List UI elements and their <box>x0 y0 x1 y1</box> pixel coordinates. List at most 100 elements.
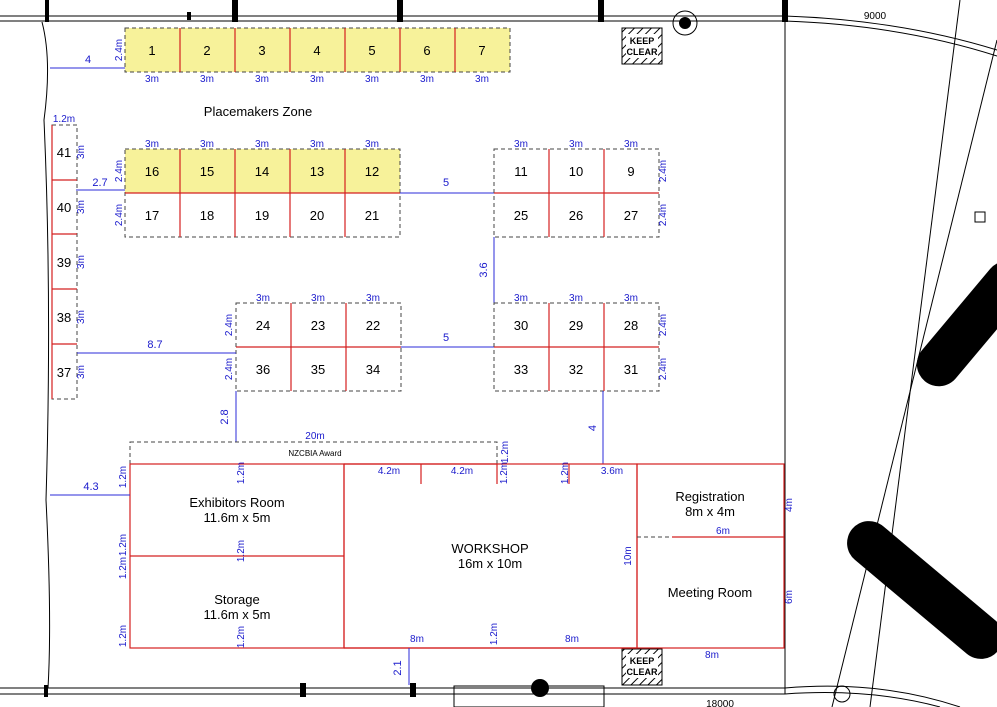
svg-text:2.4m: 2.4m <box>224 358 235 380</box>
stall-20[interactable]: 20 <box>310 208 324 223</box>
svg-text:2.8: 2.8 <box>219 409 231 424</box>
stall-23[interactable]: 23 <box>311 318 325 333</box>
stall-18[interactable]: 18 <box>200 208 214 223</box>
stall-12[interactable]: 12 <box>365 164 379 179</box>
stalls-right-middle-block: 30 29 28 33 32 31 3m 3m 3m 2.4m 2.4m <box>493 293 669 392</box>
stall-24[interactable]: 24 <box>256 318 270 333</box>
stall-6[interactable]: 6 <box>423 43 430 58</box>
stall-28[interactable]: 28 <box>624 318 638 333</box>
stall-5[interactable]: 5 <box>368 43 375 58</box>
svg-text:3m: 3m <box>624 293 638 304</box>
award-area: NZCBIA Award 20m 1.2m <box>129 431 511 465</box>
svg-text:11.6m x 5m: 11.6m x 5m <box>204 607 271 622</box>
svg-text:20m: 20m <box>305 431 324 442</box>
stall-39[interactable]: 39 <box>57 255 71 270</box>
svg-text:6m: 6m <box>716 526 730 537</box>
stalls-top-row: 1 2 3 4 5 6 7 3m 3m 3m 3m 3m 3m 3m 2.4m … <box>50 27 511 85</box>
svg-text:16m x 10m: 16m x 10m <box>458 556 522 571</box>
svg-text:2.4m: 2.4m <box>658 358 669 380</box>
stall-14[interactable]: 14 <box>255 164 269 179</box>
svg-text:1.2m: 1.2m <box>560 462 571 484</box>
zone-title: Placemakers Zone <box>204 104 312 119</box>
stall-38[interactable]: 38 <box>57 310 71 325</box>
svg-text:1.2m: 1.2m <box>118 466 129 488</box>
svg-text:2.4m: 2.4m <box>224 314 235 336</box>
stall-3[interactable]: 3 <box>258 43 265 58</box>
stall-26[interactable]: 26 <box>569 208 583 223</box>
svg-text:1.2m: 1.2m <box>118 625 129 647</box>
svg-text:1.2m: 1.2m <box>53 114 75 125</box>
stall-11[interactable]: 11 <box>514 164 528 179</box>
stall-7[interactable]: 7 <box>478 43 485 58</box>
stall-9[interactable]: 9 <box>627 164 634 179</box>
stall-34[interactable]: 34 <box>366 362 380 377</box>
exhibitors-room-label: Exhibitors Room <box>189 495 284 510</box>
svg-text:3m: 3m <box>569 139 583 150</box>
stall-10[interactable]: 10 <box>569 164 583 179</box>
svg-text:4.2m: 4.2m <box>451 466 473 477</box>
svg-text:3m: 3m <box>256 293 270 304</box>
meeting-room-label: Meeting Room <box>668 585 753 600</box>
svg-text:11.6m x 5m: 11.6m x 5m <box>204 510 271 525</box>
stall-1[interactable]: 1 <box>148 43 155 58</box>
svg-text:1.2m: 1.2m <box>236 540 247 562</box>
stall-21[interactable]: 21 <box>365 208 379 223</box>
stall-32[interactable]: 32 <box>569 362 583 377</box>
stalls-row-2: 16 15 14 13 12 17 18 19 20 21 3m 3m 3m 3… <box>76 139 401 238</box>
svg-text:3m: 3m <box>200 139 214 150</box>
svg-text:10m: 10m <box>623 546 634 565</box>
svg-text:CLEAR: CLEAR <box>627 47 658 57</box>
svg-text:4: 4 <box>587 425 599 431</box>
svg-text:3m: 3m <box>310 139 324 150</box>
svg-text:2.4m: 2.4m <box>658 204 669 226</box>
stall-22[interactable]: 22 <box>366 318 380 333</box>
svg-text:4.3: 4.3 <box>83 481 98 493</box>
stalls-left-column: 41 40 39 38 37 1.2m 3m 3m 3m 3m 3m <box>51 114 87 400</box>
svg-text:1.2m: 1.2m <box>236 462 247 484</box>
svg-text:5: 5 <box>443 332 449 344</box>
stall-16[interactable]: 16 <box>145 164 159 179</box>
svg-text:3m: 3m <box>514 139 528 150</box>
stall-37[interactable]: 37 <box>57 365 71 380</box>
svg-text:5: 5 <box>443 177 449 189</box>
svg-text:3m: 3m <box>311 293 325 304</box>
stall-4[interactable]: 4 <box>313 43 320 58</box>
stall-36[interactable]: 36 <box>256 362 270 377</box>
stall-30[interactable]: 30 <box>514 318 528 333</box>
svg-text:3m: 3m <box>365 139 379 150</box>
stall-15[interactable]: 15 <box>200 164 214 179</box>
svg-text:3m: 3m <box>255 74 269 85</box>
svg-text:4.2m: 4.2m <box>378 466 400 477</box>
svg-text:CLEAR: CLEAR <box>627 667 658 677</box>
stall-35[interactable]: 35 <box>311 362 325 377</box>
stalls-right-block: 11 10 9 25 26 27 3m 3m 3m 2.4m 2.4m <box>493 139 669 238</box>
svg-text:3m: 3m <box>310 74 324 85</box>
stall-27[interactable]: 27 <box>624 208 638 223</box>
stall-33[interactable]: 33 <box>514 362 528 377</box>
svg-text:3m: 3m <box>420 74 434 85</box>
svg-text:2.4m: 2.4m <box>114 160 125 182</box>
svg-text:6m: 6m <box>784 590 795 604</box>
stall-29[interactable]: 29 <box>569 318 583 333</box>
svg-text:KEEP: KEEP <box>630 656 655 666</box>
stall-19[interactable]: 19 <box>255 208 269 223</box>
stall-2[interactable]: 2 <box>203 43 210 58</box>
stall-17[interactable]: 17 <box>145 208 159 223</box>
stall-40[interactable]: 40 <box>57 200 71 215</box>
svg-text:3m: 3m <box>76 365 87 379</box>
stall-25[interactable]: 25 <box>514 208 528 223</box>
stall-31[interactable]: 31 <box>624 362 638 377</box>
svg-text:NZCBIA Award: NZCBIA Award <box>288 449 341 458</box>
stall-13[interactable]: 13 <box>310 164 324 179</box>
svg-text:3m: 3m <box>76 310 87 324</box>
workshop-label: WORKSHOP <box>451 541 528 556</box>
svg-text:8m: 8m <box>565 634 579 645</box>
bottom-dimension: 18000 <box>706 699 734 707</box>
svg-text:3m: 3m <box>475 74 489 85</box>
stall-41[interactable]: 41 <box>57 145 71 160</box>
svg-text:3m: 3m <box>624 139 638 150</box>
svg-text:1.2m: 1.2m <box>500 441 511 463</box>
svg-text:2.1: 2.1 <box>392 660 404 675</box>
